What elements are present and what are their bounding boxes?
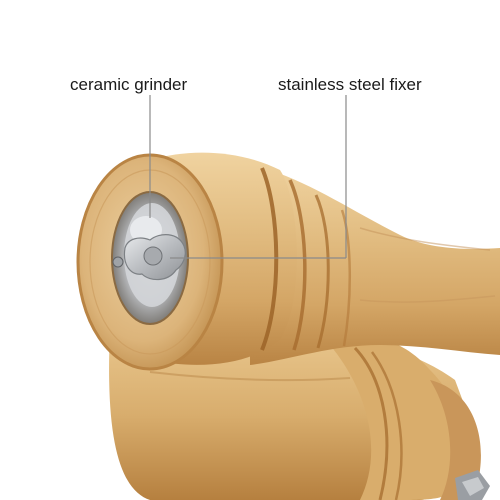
stainless-steel-fixer-label: stainless steel fixer xyxy=(278,75,422,94)
back-grinder xyxy=(109,330,490,500)
callout-lines xyxy=(149,95,347,259)
steel-fixer xyxy=(112,234,186,281)
ceramic-grinder-label: ceramic grinder xyxy=(70,75,188,94)
